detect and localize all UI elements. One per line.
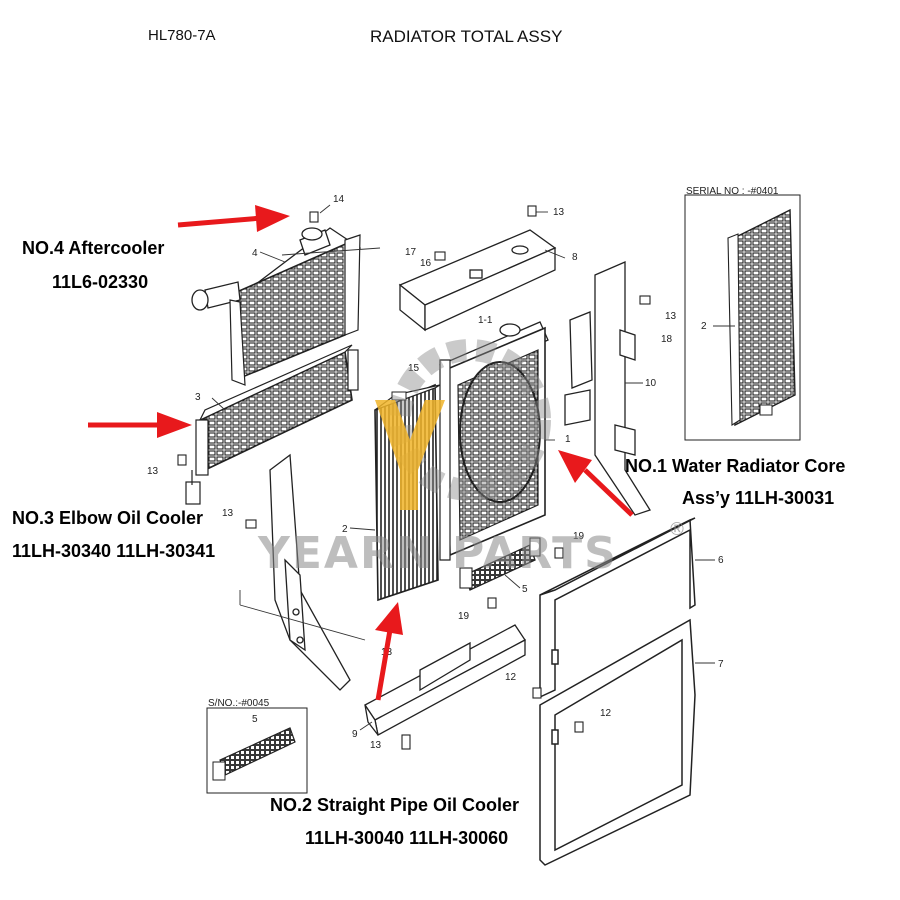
inset-serial-box: SERIAL NO : -#0401 (684, 186, 801, 441)
callout-radiator-line1: NO.1 Water Radiator Core (625, 456, 846, 476)
part-num-6: 6 (718, 555, 724, 566)
part-num-5-inset: 5 (252, 714, 258, 725)
inset-sno-label: S/NO.:-#0045 (208, 698, 270, 709)
part-num-10: 10 (645, 378, 657, 389)
diagram-title: RADIATOR TOTAL ASSY (370, 27, 563, 46)
water-radiator-part (439, 321, 549, 561)
inset-sno-box: S/NO.:-#0045 (206, 698, 308, 794)
small-oil-cooler (459, 537, 541, 591)
part-num-17: 17 (405, 247, 417, 258)
logo-y-mark (375, 400, 445, 510)
elbow-oil-cooler-part (185, 344, 359, 505)
part-num-5: 5 (522, 584, 528, 595)
bottom-support (364, 624, 526, 736)
callout-straight-line1: NO.2 Straight Pipe Oil Cooler (270, 795, 520, 815)
arrow-water-radiator (558, 450, 634, 517)
part-num-12a: 12 (505, 672, 517, 683)
part-num-9: 9 (352, 729, 358, 740)
part-num-1: 1 (565, 434, 571, 445)
model-code: HL780-7A (148, 27, 216, 44)
arrow-aftercooler (177, 205, 290, 232)
right-bracket (564, 261, 651, 516)
part-num-13d: 13 (665, 311, 677, 322)
arrow-elbow-oil-cooler (88, 412, 192, 438)
part-num-2: 2 (342, 524, 348, 535)
callout-straight-line2: 11LH-30040 11LH-30060 (305, 828, 509, 848)
registered-mark: ® (668, 519, 686, 540)
part-num-13e: 13 (370, 740, 382, 751)
top-bracket (398, 229, 557, 332)
part-num-4: 4 (252, 248, 258, 259)
part-num-7: 7 (718, 659, 724, 670)
left-bracket (269, 453, 351, 691)
part-num-8: 8 (572, 252, 578, 263)
arrow-straight-pipe (375, 602, 403, 701)
part-num-15: 15 (408, 363, 420, 374)
frame-7 (539, 618, 696, 866)
red-arrows (88, 205, 634, 701)
watermark: YEARN PARTS ® (257, 339, 686, 579)
watermark-text: YEARN PARTS (257, 528, 618, 579)
bolts (177, 205, 651, 750)
inset-serial-label: SERIAL NO : -#0401 (686, 186, 779, 197)
part-num-2-inset: 2 (701, 321, 707, 332)
part-num-16: 16 (420, 258, 432, 269)
callout-aftercooler-line2: 11L6-02330 (52, 272, 149, 292)
part-num-19b: 19 (458, 611, 470, 622)
gear-icon (389, 339, 551, 501)
callout-aftercooler-line1: NO.4 Aftercooler (22, 238, 165, 258)
part-num-12b: 12 (600, 708, 612, 719)
part-num-18: 18 (661, 334, 673, 345)
callout-elbow-line2: 11LH-30340 11LH-30341 (12, 541, 216, 561)
part-num-19a: 19 (573, 531, 585, 542)
callout-elbow-line1: NO.3 Elbow Oil Cooler (12, 508, 204, 528)
part-num-3: 3 (195, 392, 201, 403)
part-num-13: 13 (553, 207, 565, 218)
part-num-13c: 13 (222, 508, 234, 519)
leader-lines (211, 204, 735, 731)
part-num-1-1: 1-1 (478, 315, 493, 326)
part-num-14: 14 (333, 194, 345, 205)
frame-6 (539, 517, 696, 699)
part-num-13b: 13 (147, 466, 159, 477)
callout-radiator-line2: Ass’y 11LH-30031 (682, 488, 835, 508)
aftercooler-part (191, 227, 362, 386)
